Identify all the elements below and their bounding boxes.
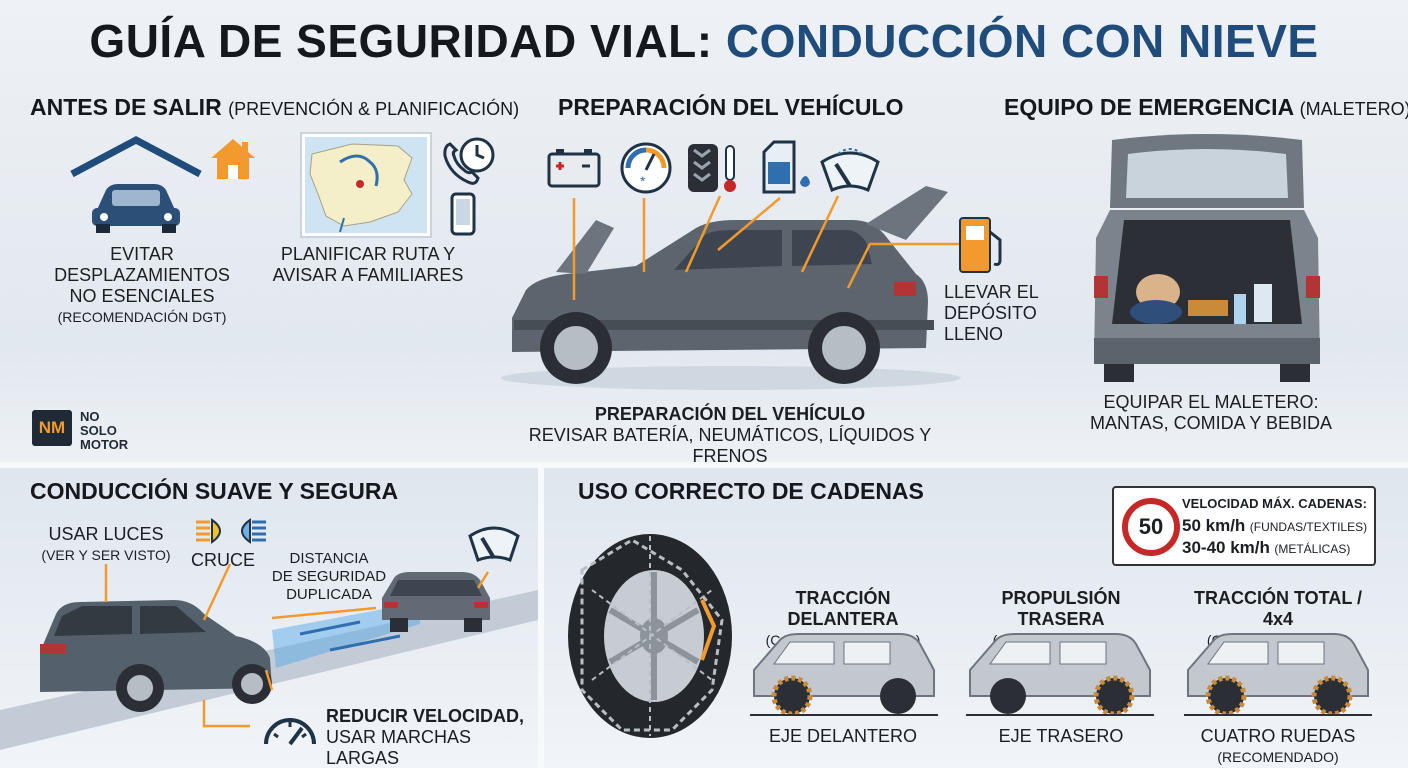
driving-car-illustration <box>40 600 272 712</box>
map-spain-icon <box>300 132 432 238</box>
wiper-icon <box>468 526 520 562</box>
sign-title: VELOCIDAD MÁX. CADENAS: <box>1182 496 1367 511</box>
speedometer-icon <box>264 718 316 746</box>
equipo-caption: EQUIPAR EL MALETERO:MANTAS, COMIDA Y BEB… <box>1089 392 1333 433</box>
suave-heading: CONDUCCIÓN SUAVE Y SEGURA <box>30 478 399 504</box>
antifreeze-icon <box>762 140 810 194</box>
smartphone-icon <box>450 192 476 236</box>
headlight-icon <box>196 518 266 544</box>
battery-icon <box>547 149 601 188</box>
trunk-illustration <box>1094 134 1320 382</box>
title-main: GUÍA DE SEGURIDAD VIAL: <box>89 15 713 67</box>
title-highlight: CONDUCCIÓN CON NIEVE <box>725 15 1319 67</box>
clock-icon <box>459 137 495 173</box>
page-title: GUÍA DE SEGURIDAD VIAL: CONDUCCIÓN CON N… <box>0 14 1408 68</box>
antes-heading-sub: (PREVENCIÓN & PLANIFICACIÓN) <box>228 99 520 119</box>
front-car-illustration <box>382 572 490 632</box>
equipo-heading: EQUIPO DE EMERGENCIA (MALETERO) <box>1004 94 1408 121</box>
fuel-pump-icon <box>959 217 1002 273</box>
cadenas-heading: USO CORRECTO DE CADENAS <box>578 478 924 504</box>
vertical-divider <box>538 462 544 768</box>
prep-heading: PREPARACIÓN DEL VEHÍCULO <box>558 94 904 120</box>
axle-4x4-label: CUATRO RUEDAS(RECOMENDADO) <box>1200 726 1356 765</box>
svg-text:*: * <box>640 173 646 189</box>
sign-row-2: 30-40 km/h (METÁLICAS) <box>1182 538 1351 557</box>
snow-chain-wheel-icon <box>568 534 732 738</box>
cruce-label: CRUCE <box>190 550 255 570</box>
car-4x4-chains-icon <box>1184 633 1372 716</box>
sign-row-1: 50 km/h (FUNDAS/TEXTILES) <box>1182 516 1368 535</box>
velocidad-caption: REDUCIR VELOCIDAD,USAR MARCHAS LARGAS <box>326 706 525 768</box>
tire-icon <box>688 144 736 192</box>
suave-callout-lines <box>104 563 490 728</box>
speed-limit-sign: 50 VELOCIDAD MÁX. CADENAS: 50 km/h (FUND… <box>1112 486 1376 566</box>
antes-heading: ANTES DE SALIR (PREVENCIÓN & PLANIFICACI… <box>30 94 520 120</box>
car-rear-chains-icon <box>966 633 1154 716</box>
axle-front-label: EJE DELANTERO <box>768 726 918 746</box>
roof-house-icon <box>70 136 202 233</box>
luces-caption: USAR LUCES(VER Y SER VISTO) <box>41 524 171 563</box>
axle-rear-label: EJE TRASERO <box>998 726 1124 746</box>
phone-icon <box>443 142 480 185</box>
logo-mark: NM <box>32 410 72 446</box>
prep-callout-lines <box>572 195 960 300</box>
car-front-chains-icon <box>750 633 938 716</box>
speed-limit-number: 50 <box>1138 514 1164 539</box>
equipo-heading-sub: (MALETERO) <box>1299 99 1408 119</box>
home-icon <box>211 139 255 179</box>
speed-limit-50-icon <box>1122 498 1180 556</box>
wiper-icon <box>820 148 880 193</box>
temperature-gauge-icon: * <box>620 142 672 194</box>
horizontal-divider <box>0 462 1408 468</box>
